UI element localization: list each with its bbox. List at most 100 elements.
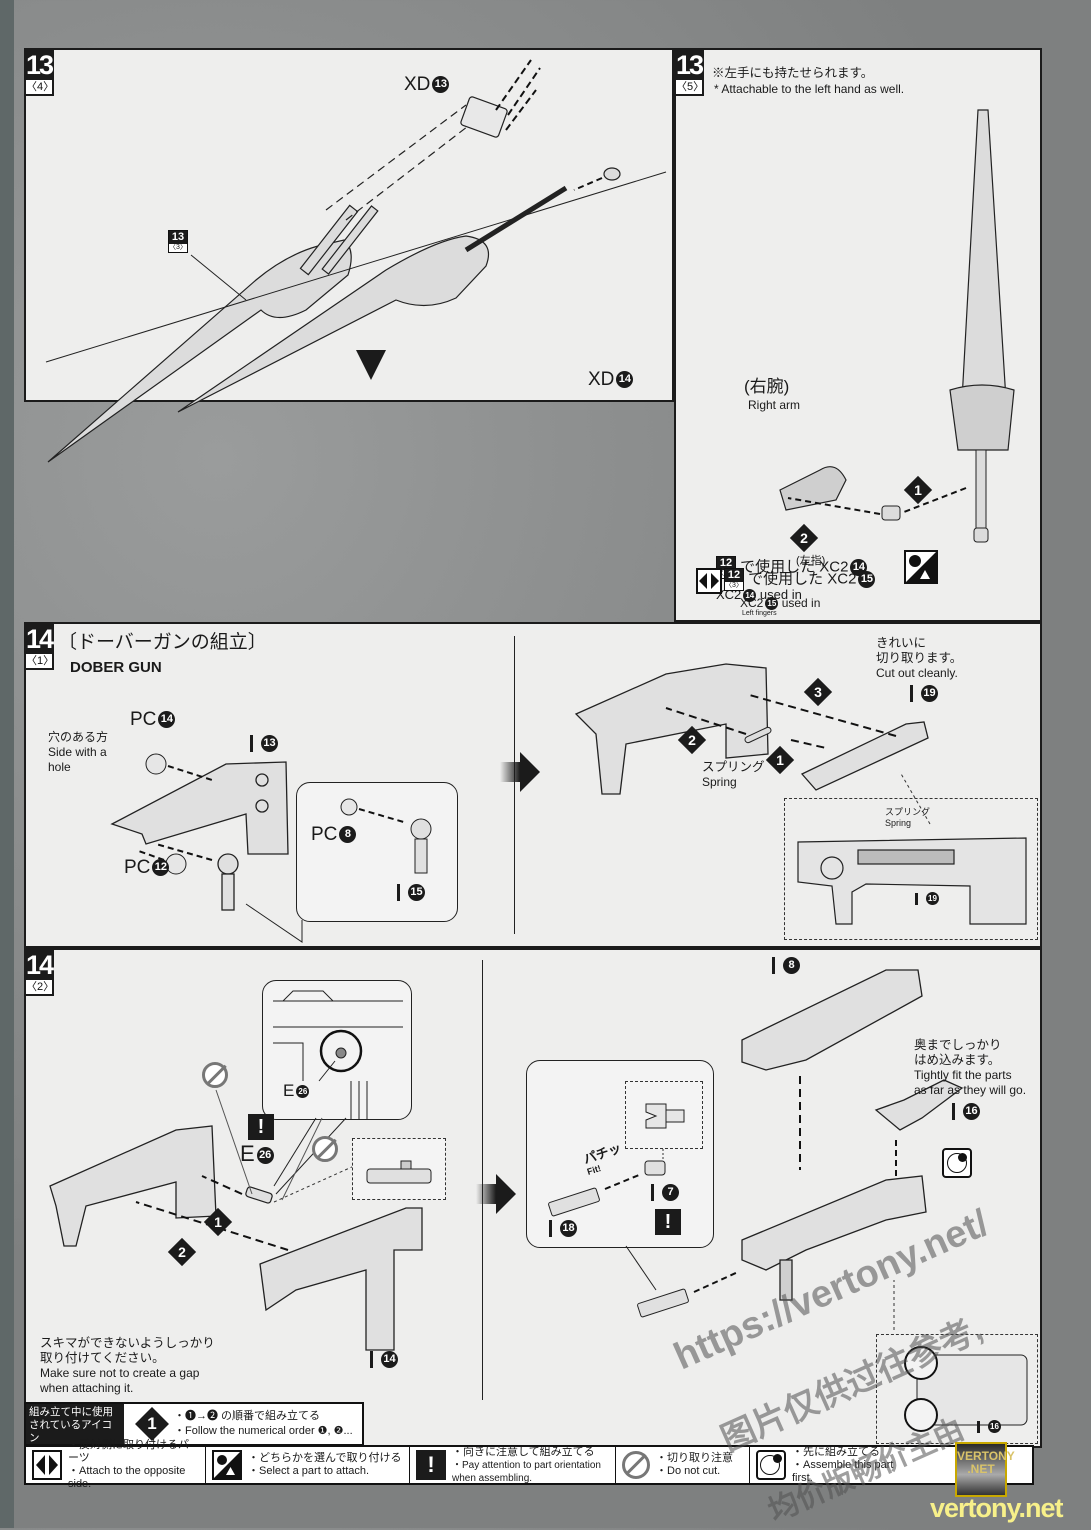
legend-item-orientation: ! ・向きに注意して組み立てる・Pay attention to part or… [410,1445,616,1484]
legend-title: 組み立て中に使用 されているアイコン Symbols used in instr… [26,1404,124,1452]
substep-number: 〈1〉 [26,655,55,667]
part-number-badge: 15 [765,597,779,611]
runner-i-mark [910,685,913,703]
part-number-badge: 26 [296,1085,310,1099]
gun-frame-assembled [574,663,769,795]
order-number: 1 [914,482,922,498]
runner-i-mark [250,735,253,753]
part-runner: E [283,1081,295,1100]
legend-jp: ・向きに注意して組み立てる [452,1445,595,1458]
step-number: 14 [26,624,54,654]
used-text: used in [781,596,821,610]
assemble-first-icon [942,1148,972,1178]
part-runner: PC [311,824,338,845]
step-badge: 13 〈4〉 [26,50,54,96]
part-number-badge: 14 [158,711,176,729]
part-label-i18: 18 [549,1219,577,1239]
substep-number: 〈4〉 [26,81,55,93]
part-label-i19: 19 [910,684,938,704]
next-step-arrow-icon [500,752,540,792]
inset-spring-jp: スプリング [885,807,931,817]
part-number-badge: 8 [783,957,800,975]
right-arm-part [779,466,847,511]
part-number-badge: 13 [432,76,450,94]
part-runner: XC2 [740,596,764,610]
hole-side-en-2: hole [48,760,71,774]
xc2-14-part [881,505,901,521]
e26-orientation-detail [366,1160,432,1184]
magnify-circle [319,1029,363,1073]
ref-step-number: 12 [717,557,735,570]
legend-jp: ・どちらかを選んで取り付ける [248,1452,402,1464]
note-jp: ※左手にも持たせられます。 [712,66,874,80]
legend-order-jp: ・❶→❷ の順番で組み立てる [174,1410,321,1422]
runner-i-mark [977,1420,980,1433]
legend-en: when assembling. [452,1472,533,1484]
part-label-i14: 14 [370,1350,398,1370]
orientation-icon: ! [655,1209,681,1235]
legend-icons-row: ・反対側に取り付けるパーツ・Attach to the opposite sid… [24,1439,1034,1490]
section-divider [482,960,483,1400]
i18-slide-part [637,1288,689,1318]
legend-en: ・Attach to the opposite side. [68,1465,186,1490]
assemble-first-icon [756,1450,786,1480]
order-number: 1 [147,1414,157,1433]
legend-title-jp-1: 組み立て中に使用 [29,1406,113,1418]
gun-frame-i13 [110,761,289,855]
ref-substep-number: 〈3〉 [725,582,743,589]
substep-number: 〈2〉 [26,981,55,993]
section-title-jp: 〔ドーバーガンの組立〕 [58,632,267,653]
right-arm-label-en: Right arm [748,398,801,412]
order-arrows [665,693,897,749]
legend-order-en: ・Follow the numerical order ❶, ❷... [174,1425,353,1437]
note-en: * Attachable to the left hand as well. [714,82,905,96]
slider-i19 [800,721,929,791]
do-not-cut-pointer-2 [281,1117,323,1201]
tight-fit-en-2: as far as they will go. [914,1083,1027,1097]
page-binding-edge [0,0,14,1528]
tight-fit-jp-1: 奥までしっかり [914,1038,1002,1052]
down-arrow-icon [356,350,386,380]
xd13-part [460,96,508,138]
gun-assembly-left-illustration [49,1089,423,1351]
part-number-badge: 8 [339,826,357,844]
gap-note-jp-2: 取り付けてください。 [40,1351,165,1365]
cut-note-jp-1: きれいに [876,636,927,650]
pc8-part [340,798,358,816]
section-title-en: DOBER GUN [70,659,162,676]
legend-item-assemble-first: ・先に組み立てる・Assemble this part first. [750,1446,920,1484]
ref-step-number: 13 [169,231,187,244]
e26-orientation-inset [352,1138,446,1200]
orientation-icon: ! [248,1114,274,1140]
part-runner: XC2 [716,587,742,602]
part-number-badge: 13 [261,735,278,753]
gun-frame [49,1125,217,1247]
i18-part [548,1187,600,1217]
part-runner: PC [130,709,157,730]
i7-part [644,1160,666,1176]
orientation-icon: ! [416,1450,446,1480]
step-13-5-panel: 13 〈5〉 ※左手にも持たせられます。 * Attachable to the… [674,48,1042,622]
order-number: 3 [814,684,822,700]
inset-label-i19: 19 [915,891,939,906]
spring-label-en: Spring [702,775,737,789]
cut-note-en: Cut out cleanly. [876,666,958,680]
inset-spring-en: Spring [885,818,912,828]
part-runner: PC [124,857,151,878]
part-number-badge: 19 [926,892,939,906]
i7-detail [645,1103,685,1129]
order-step-2-marker: 2 [677,725,707,755]
spring-inset-box: スプリング Spring 19 [784,798,1038,940]
part-label-i8: 8 [772,956,800,976]
e26-detail-illustration [273,990,403,1119]
pc12-arrow [135,849,165,861]
i7-orientation-inset [625,1081,703,1149]
substep-number: 〈5〉 [676,81,705,93]
left-fingers-en: Left fingers [742,610,777,617]
order-number: 2 [688,732,696,748]
